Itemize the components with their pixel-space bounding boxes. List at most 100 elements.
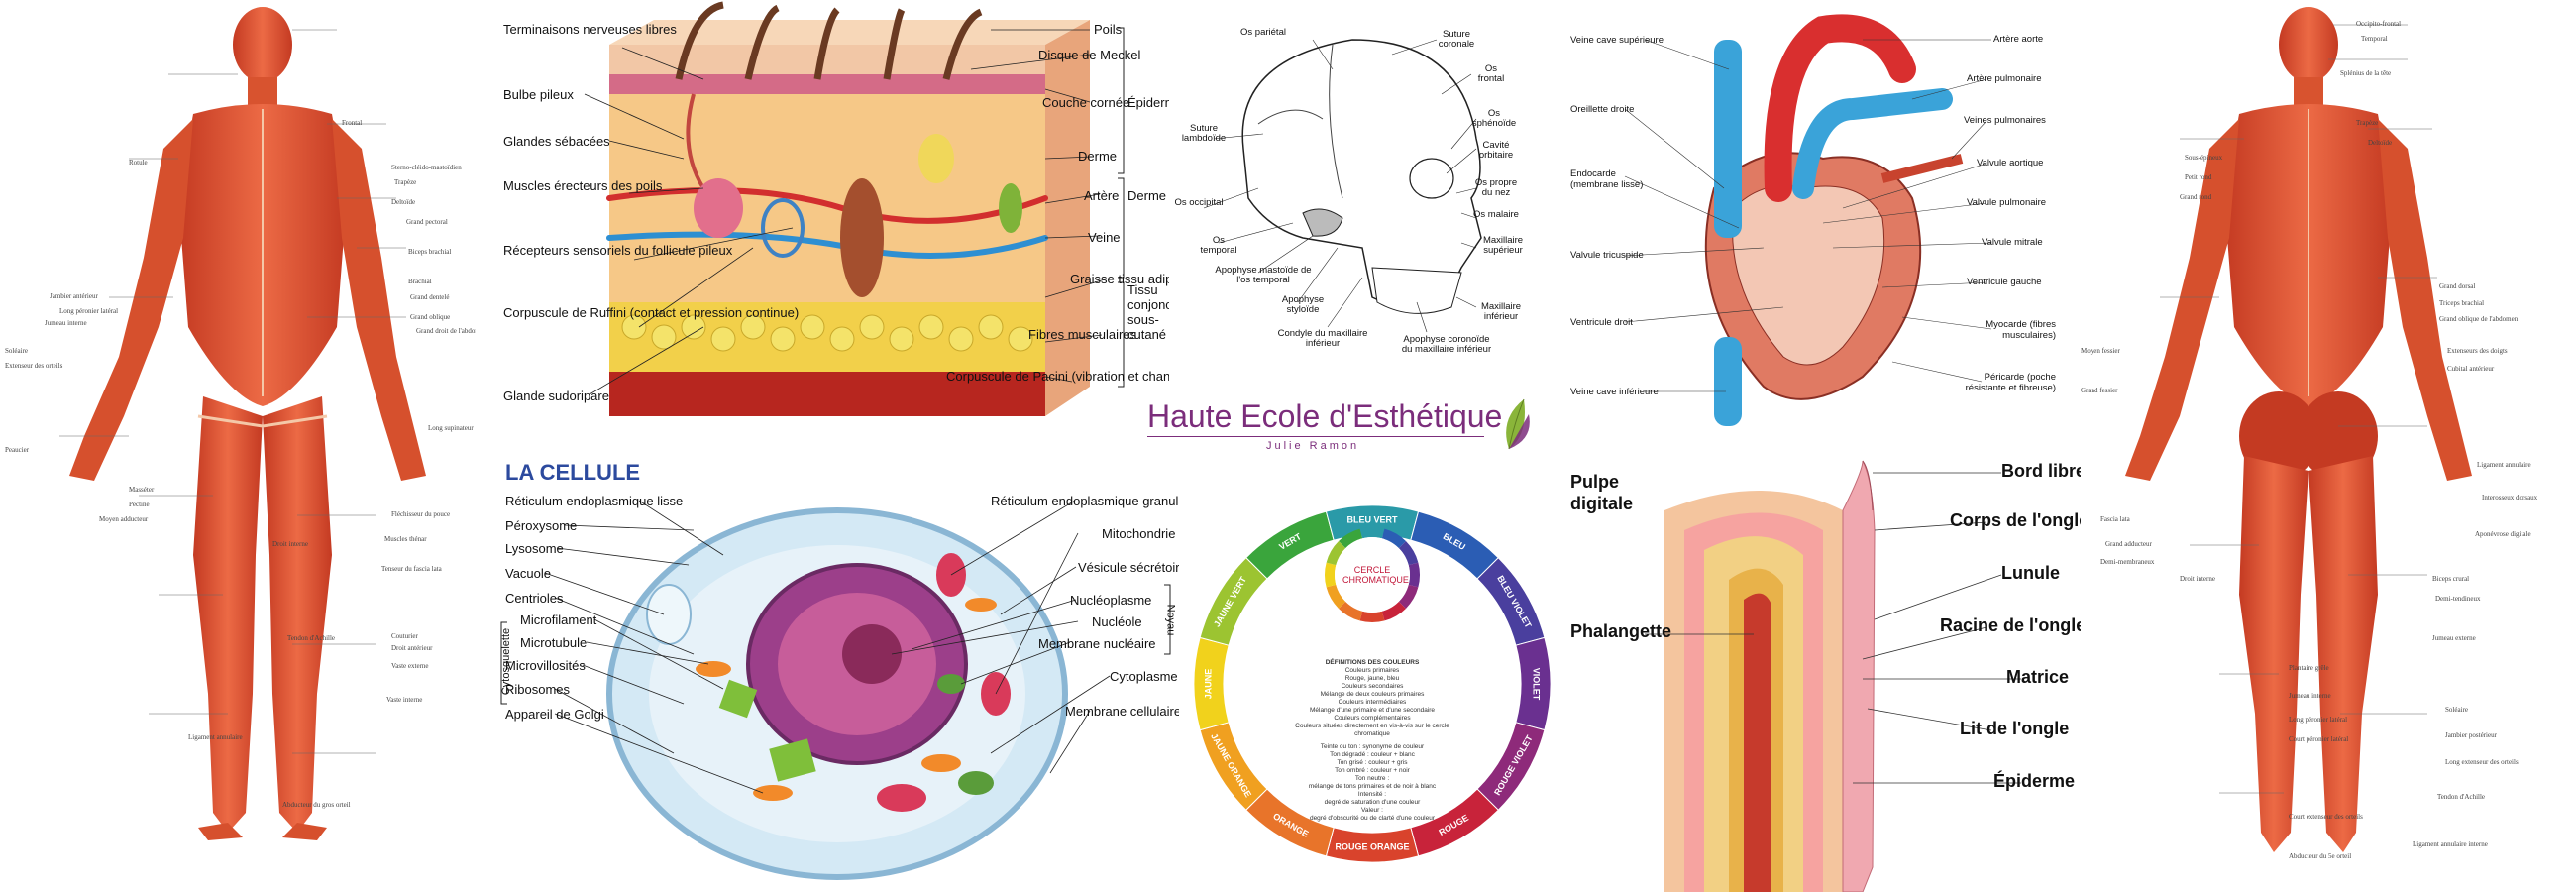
back-label-6: Petit rond — [2185, 173, 2212, 181]
skull-label-5: Os propre du nez — [1474, 177, 1518, 198]
nail-diagram — [1645, 460, 2021, 892]
back-label-35: Ligament annulaire interne — [2413, 840, 2488, 848]
back-label-27: Soléaire — [2445, 706, 2468, 714]
back-label-13: Moyen fessier — [2081, 347, 2120, 355]
wheel-term-0: Teinte ou ton : synonyme de couleur — [1320, 743, 1425, 750]
skull-label-9: Apophyse coronoïde du maxillaire inférie… — [1401, 334, 1492, 355]
wheel-definitions: DÉFINITIONS DES COULEURS Couleurs primai… — [1288, 659, 1456, 738]
nail-panel: Pulpe digitale Phalangette Bord libre Co… — [1565, 451, 2081, 892]
skin-diagram — [584, 1, 1125, 416]
back-label-25: Jumeau externe — [2432, 634, 2476, 642]
cell-label-left-2: Lysosome — [505, 541, 564, 556]
back-label-22: Grand adducteur — [2105, 540, 2152, 548]
skin-label-right-8: Corpuscule de Pacini (vibration et chang… — [946, 369, 1169, 384]
skin-label-right-0: Poils — [1094, 22, 1123, 37]
skin-bracket-derme: Derme — [1127, 188, 1167, 203]
front-label-27: Moyen adducteur — [99, 515, 149, 523]
skin-label-right-2: Couche cornée — [1042, 95, 1130, 110]
back-label-8: Grand dorsal — [2439, 282, 2476, 290]
wheel-label-10: JAUNE — [1203, 669, 1213, 700]
skin-label-left-3: Muscles érecteurs des poils — [503, 178, 663, 193]
leaf-icon — [1506, 398, 1530, 450]
front-label-1: Sterno-cléido-mastoïdien — [391, 164, 462, 171]
back-label-1: Temporal — [2361, 35, 2388, 43]
back-label-10: Grand oblique de l'abdomen — [2439, 315, 2519, 323]
inner-wheel-segment-11 — [1326, 541, 1346, 566]
skin-label-left-0: Terminaisons nerveuses libres — [503, 22, 677, 37]
skull-label-0: Os pariétal — [1240, 27, 1286, 38]
back-label-12: Cubital antérieur — [2447, 365, 2495, 373]
heart-label-right-1: Artère pulmonaire — [1967, 73, 2042, 84]
front-label-0: Frontal — [342, 119, 363, 127]
back-label-18: Fascia lata — [2100, 515, 2130, 523]
wheel-label-7: ROUGE ORANGE — [1335, 841, 1409, 851]
cell-label-left-4: Centrioles — [505, 591, 564, 606]
front-label-26: Pectiné — [129, 501, 150, 508]
heart-label-right-5: Valvule mitrale — [1982, 237, 2043, 248]
back-label-20: Demi-tendineux — [2435, 595, 2481, 603]
muscle-back-figure — [2125, 7, 2472, 852]
brand-underline — [1147, 436, 1484, 437]
skull-diagram — [1203, 39, 1482, 333]
cell-label-left-1: Péroxysome — [505, 518, 578, 533]
brand-author: Julie Ramon — [1266, 440, 1360, 452]
back-label-34: Abducteur du 5e orteil — [2289, 852, 2352, 860]
cell-label-left-3: Vacuole — [505, 566, 552, 581]
inner-wheel-segment-8 — [1339, 601, 1363, 621]
skin-bracket-hypoderme: Tissu conjonctif sous-cutané — [1127, 282, 1169, 342]
back-label-19: Biceps crural — [2432, 575, 2470, 583]
front-label-18: Rotule — [129, 159, 148, 167]
cell-label-left-6: Microtubule — [520, 635, 588, 650]
skin-label-right-4: Artère — [1084, 188, 1120, 203]
back-label-33: Court extenseur des orteils — [2289, 813, 2363, 821]
front-label-24: Peaucier — [5, 446, 30, 454]
wheel-term-2: Ton grisé : couleur + gris — [1337, 759, 1408, 766]
muscle-front-figure — [59, 7, 426, 840]
skin-label-right-3: Derme — [1078, 149, 1118, 164]
skin-label-right-5: Veine — [1088, 230, 1121, 245]
back-label-15: Ligament annulaire — [2477, 461, 2531, 469]
back-label-24: Plantaire grêle — [2289, 664, 2329, 672]
front-label-21: Jumeau interne — [45, 319, 87, 327]
skull-label-11: Apophyse styloïde — [1281, 294, 1325, 315]
cell-label-right-1: Mitochondrie — [1102, 526, 1176, 541]
wheel-defs-title: DÉFINITIONS DES COULEURS — [1325, 659, 1420, 666]
wheel-def-6: Couleurs complémentaires — [1334, 715, 1411, 722]
skin-bracket-epiderme: Épiderme — [1127, 95, 1169, 110]
skin-label-right-1: Disque de Meckel — [1038, 48, 1141, 62]
wheel-def-5: Mélange d'une primaire et d'une secondai… — [1309, 707, 1436, 714]
skull-label-7: Maxillaire supérieur — [1482, 235, 1524, 256]
front-label-25: Masséter — [129, 486, 155, 494]
back-label-31: Long extenseur des orteils — [2445, 758, 2519, 766]
back-label-11: Extenseurs des doigts — [2447, 347, 2508, 355]
wheel-def-4: Couleurs intermédiaires — [1338, 699, 1407, 706]
wheel-center-title: CERCLE CHROMATIQUE — [1342, 565, 1409, 585]
heart-label-right-4: Valvule pulmonaire — [1967, 197, 2047, 208]
skull-panel: Os pariétal Suture coronale Os frontal O… — [1174, 0, 1556, 382]
back-label-0: Occipito-frontal — [2356, 20, 2402, 28]
nail-label-matrice: Matrice — [2006, 667, 2070, 687]
back-label-14: Grand fessier — [2081, 387, 2118, 394]
front-label-28: Droit interne — [272, 540, 308, 548]
cell-label-right-5: Membrane nucléaire — [1038, 636, 1156, 651]
heart-label-left-1: Oreillette droite — [1570, 104, 1635, 115]
inner-wheel-segment-7 — [1359, 611, 1385, 622]
skull-label-15: Suture lambdoïde — [1181, 123, 1227, 144]
heart-label-right-3: Valvule aortique — [1977, 158, 2044, 168]
skin-panel: Terminaisons nerveuses libres Bulbe pile… — [495, 0, 1169, 451]
cell-label-noyau: Noyau — [1164, 604, 1177, 636]
inner-wheel-segment-1 — [1359, 527, 1385, 539]
back-label-16: Interosseux dorsaux — [2482, 494, 2538, 502]
skin-label-left-6: Glande sudoripare — [503, 389, 609, 403]
cell-label-left-8: Ribosomes — [505, 682, 571, 697]
front-label-3: Deltoïde — [391, 198, 416, 206]
heart-label-left-0: Veine cave supérieure — [1570, 35, 1664, 46]
inner-wheel-segment-4 — [1408, 562, 1420, 588]
cell-label-left-7: Microvillosités — [505, 658, 586, 673]
back-label-7: Grand rond — [2180, 193, 2212, 201]
wheel-term-6: Intensité : — [1357, 791, 1387, 798]
front-label-4: Grand pectoral — [406, 218, 448, 226]
front-label-14: Couturier — [391, 632, 418, 640]
back-label-29: Court péronier latéral — [2289, 735, 2349, 743]
